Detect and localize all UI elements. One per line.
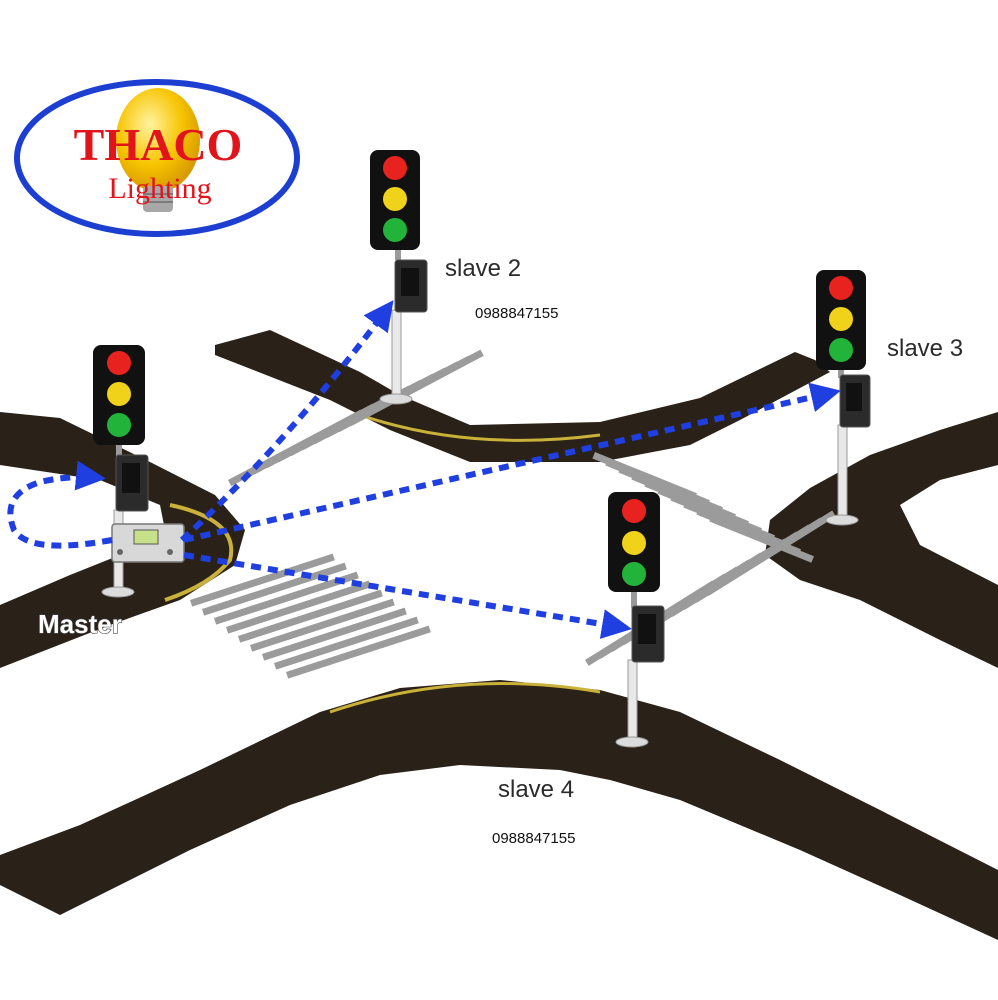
crosswalk-stripe [286, 625, 431, 679]
phone-number-bottom: 0988847155 [492, 830, 575, 847]
label-slave-4: slave 4 [498, 776, 574, 803]
master-controller-unit [111, 523, 185, 563]
road-top [215, 330, 830, 462]
crosswalk-stripe [226, 580, 371, 634]
controller-box-master [115, 454, 149, 512]
phone-number-top: 0988847155 [475, 305, 558, 322]
arrow-master-to-master-light [7, 460, 113, 549]
road-network [0, 330, 998, 940]
logo-subtitle: Lighting [108, 172, 211, 205]
road-bottom [0, 680, 998, 940]
traffic-light-slave-4 [608, 492, 665, 748]
controller-box-slave-4 [631, 605, 665, 663]
label-slave-3: slave 3 [887, 335, 963, 362]
road-right [765, 412, 998, 668]
crosswalk-top-left [228, 349, 484, 487]
controller-box-slave-2 [394, 259, 428, 313]
crosswalk-stripe [274, 616, 419, 670]
logo-brand: THACO [74, 119, 243, 170]
arrow-master-to-slave-4 [183, 552, 632, 639]
crosswalk-bottom-left [189, 553, 431, 679]
controller-box-slave-3 [839, 374, 871, 428]
crosswalk-stripe [348, 349, 484, 427]
arrow-master-to-slave-3 [183, 382, 841, 543]
crosswalk-stripe [705, 510, 836, 596]
arrow-master-to-slave-2 [179, 300, 394, 543]
crosswalk-stripe [189, 553, 335, 607]
communication-links [7, 300, 841, 639]
crosswalk-stripe [238, 589, 383, 643]
traffic-light-slave-3 [816, 270, 871, 526]
crosswalk-top-right [592, 451, 814, 563]
label-master: Master [38, 609, 122, 639]
traffic-light-slave-2 [370, 150, 428, 405]
label-slave-2: slave 2 [445, 255, 521, 282]
crosswalk-stripe [214, 571, 359, 625]
thaco-logo: THACO Lighting [14, 79, 300, 237]
traffic-light-master [93, 345, 185, 598]
crosswalk-stripe [262, 607, 407, 661]
crosswalk-stripe [709, 514, 814, 563]
road-left [0, 412, 245, 668]
lightbulb-icon [116, 88, 200, 212]
crosswalk-stripe [249, 598, 395, 652]
